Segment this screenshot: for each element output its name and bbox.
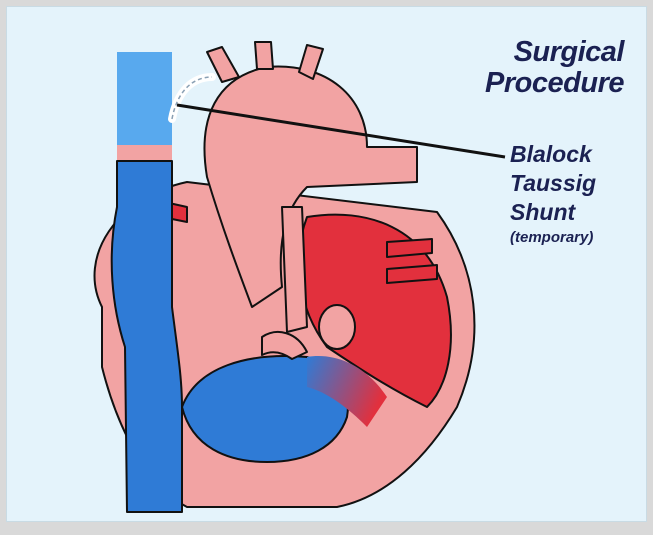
- pulmonary-vein-1: [387, 239, 432, 257]
- shunt-label-line-2: Taussig: [510, 169, 596, 198]
- diagram-panel: Surgical Procedure Blalock Taussig Shunt…: [6, 6, 647, 522]
- superior-vena-cava-band: [117, 145, 172, 161]
- title-line-2: Procedure: [485, 68, 624, 99]
- title-line-1: Surgical: [485, 37, 624, 68]
- vena-cava: [112, 161, 182, 512]
- pulmonary-vein-2: [387, 265, 437, 283]
- arch-branch-2: [255, 42, 273, 69]
- shunt-label: Blalock Taussig Shunt (temporary): [510, 140, 596, 249]
- mitral-valve: [319, 305, 355, 349]
- shunt-label-note: (temporary): [510, 227, 596, 249]
- pulmonary-artery: [282, 207, 307, 332]
- superior-vena-cava-upper: [117, 52, 172, 147]
- shunt-label-line-1: Blalock: [510, 140, 596, 169]
- title: Surgical Procedure: [485, 37, 624, 99]
- shunt-label-line-3: Shunt: [510, 198, 596, 227]
